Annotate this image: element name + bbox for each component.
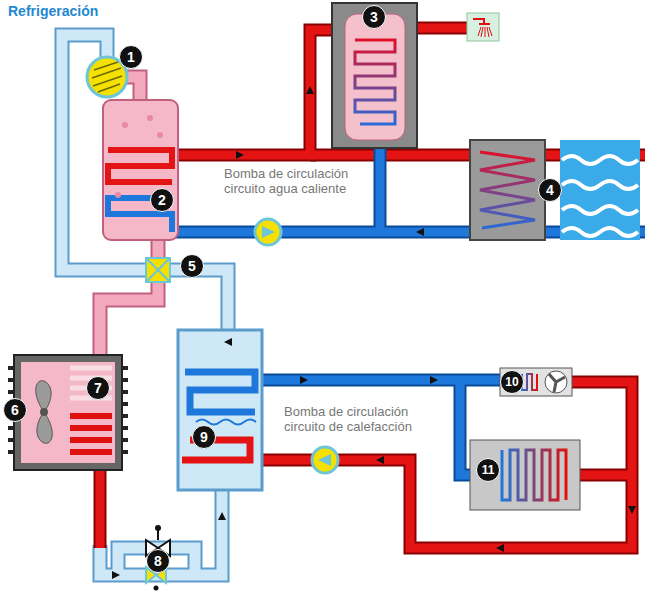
swimming-pool [560,140,640,240]
shower-icon [467,13,499,41]
fan-coil [549,374,565,392]
flow-arrow [300,376,308,384]
callout-number: 4 [538,178,562,202]
flow-arrow [306,86,314,94]
plate-heat-exchanger [157,132,163,138]
fan-coil [500,368,572,396]
callout-number: 5 [180,254,204,278]
plate-heat-exchanger [103,100,178,240]
callout-number: 8 [146,549,170,573]
fan-coil [545,371,567,393]
refrigerant-pipe [62,35,228,575]
water-heat-exchanger-tank [178,330,262,490]
fan-coil [522,374,537,390]
flow-arrow [236,151,244,159]
plate-heat-exchanger [108,150,172,182]
hot-water-tank [355,40,395,124]
callout-number: 11 [476,458,500,482]
circulation-pump [262,226,275,238]
swimming-pool [562,156,638,236]
circulation-pump [312,447,338,473]
compressor [92,62,122,92]
outdoor-coil-unit [14,355,122,470]
flow-arrow [430,376,438,384]
pool-heat-exchanger [470,140,545,240]
plate-heat-exchanger [147,115,153,121]
shower-icon [473,19,490,24]
expansion-valve [155,525,161,531]
callout-number: 7 [86,376,110,400]
floor-heating-panel [470,440,580,510]
callout-number: 9 [192,425,216,449]
diagram-title: Refrigeración [8,3,98,19]
outdoor-coil-unit [70,416,112,452]
water-heat-exchanger-tank [182,440,250,460]
floor-heating-panel [470,440,580,510]
four-way-valve [146,258,170,282]
flow-arrow [224,338,232,346]
flow-arrow [112,571,120,579]
plate-heat-exchanger [103,100,178,240]
callout-number: 10 [500,370,524,394]
hot-water-tank [332,3,417,148]
flow-arrow [496,544,504,552]
expansion-valve [157,530,159,540]
callout-number: 2 [150,188,174,212]
pool-heat-exchanger [470,140,545,240]
plate-heat-exchanger [115,192,121,198]
shower-icon [478,27,492,37]
callout-number: 3 [362,5,386,29]
water-heat-exchanger-tank [196,420,256,425]
flow-arrow [628,506,636,514]
water-heat-exchanger-tank [185,372,255,412]
circulation-pump [255,219,281,245]
outdoor-coil-unit [36,381,52,444]
plate-heat-exchanger [122,122,128,128]
pool-heat-exchanger [480,152,535,228]
pump-label: Bomba de circulación circuito agua calie… [222,166,361,196]
refrigerant-pipe [62,35,228,575]
four-way-valve [146,258,170,282]
swimming-pool [560,140,640,240]
shower-icon [467,13,499,41]
hot-water-tank [332,3,417,148]
flow-arrow [376,456,384,464]
callout-number: 6 [3,398,27,422]
pump-label: Bomba de circulación circuito de calefac… [282,404,448,434]
flow-arrow [112,86,636,579]
fan-coil [500,368,572,396]
four-way-valve [146,258,170,282]
callout-number: 1 [119,45,143,69]
outdoor-coil-unit [21,362,115,463]
flow-arrow [416,228,424,236]
floor-heating-panel [502,450,566,500]
outdoor-coil-unit [40,408,48,416]
circulation-pump [318,454,331,466]
water-heat-exchanger-tank [178,330,262,490]
refrigerant-pipe [62,35,228,575]
flow-arrow [218,512,226,520]
circulation-pump [255,219,338,473]
hot-water-tank [345,14,405,140]
expansion-valve [154,586,159,591]
expansion-valve [146,525,170,591]
